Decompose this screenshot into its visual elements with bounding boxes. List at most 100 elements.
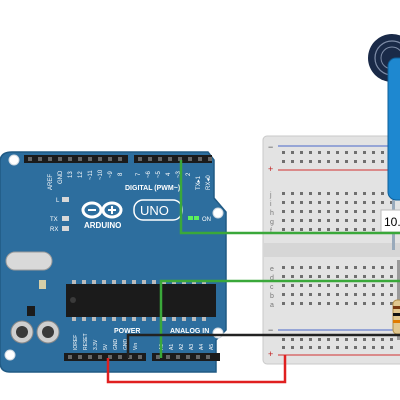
- breadboard-hole: [354, 210, 357, 213]
- row-letter: g: [270, 219, 274, 226]
- green-wire-digital[interactable]: [179, 160, 400, 235]
- breadboard-hole: [363, 151, 366, 154]
- arduino-uno-board[interactable]: AREF GND 13 12 ~11 ~10 ~9 8 7 ~6 ~5 4 ~3…: [0, 151, 227, 373]
- chip-pin: [202, 317, 206, 321]
- breadboard-hole: [363, 266, 366, 269]
- header-pin: [78, 157, 82, 161]
- breadboard-hole: [282, 338, 285, 341]
- breadboard-hole: [300, 275, 303, 278]
- breadboard-hole: [345, 284, 348, 287]
- capacitor-2-top: [42, 326, 54, 338]
- chip-pin: [92, 280, 96, 284]
- green-wire-analog[interactable]: [159, 279, 400, 358]
- header-pin: [156, 355, 160, 359]
- power-label: POWER: [114, 328, 140, 335]
- breadboard-hole: [381, 284, 384, 287]
- header-pin: [68, 157, 72, 161]
- header-pin: [48, 157, 52, 161]
- breadboard-hole: [291, 284, 294, 287]
- row-letter: d: [270, 275, 274, 282]
- pin-13-label: 13: [68, 171, 74, 178]
- crystal: [5, 251, 53, 271]
- black-wire-gnd[interactable]: [126, 333, 400, 358]
- breadboard-hole: [390, 275, 393, 278]
- red-wire-5v[interactable]: [106, 355, 287, 384]
- top-plus-sign: +: [268, 164, 273, 174]
- chip-pin: [82, 317, 86, 321]
- breadboard-hole: [381, 192, 384, 195]
- breadboard-hole: [336, 201, 339, 204]
- header-pin: [28, 157, 32, 161]
- breadboard-hole: [381, 266, 384, 269]
- header-pin: [196, 355, 200, 359]
- resistor-band-2: [393, 313, 400, 316]
- breadboard[interactable]: − + − + j i h g f e d c b a: [262, 135, 400, 365]
- breadboard-hole: [354, 266, 357, 269]
- breadboard-hole: [300, 302, 303, 305]
- chip-pin: [92, 317, 96, 321]
- breadboard-hole: [390, 346, 393, 349]
- breadboard-hole: [318, 275, 321, 278]
- logo-plus-v: [111, 206, 113, 214]
- row-letter: j: [269, 192, 272, 199]
- breadboard-hole: [372, 266, 375, 269]
- breadboard-hole: [381, 151, 384, 154]
- breadboard-hole: [345, 266, 348, 269]
- breadboard-hole: [381, 275, 384, 278]
- breadboard-hole: [345, 338, 348, 341]
- breadboard-hole: [309, 210, 312, 213]
- breadboard-hole: [291, 266, 294, 269]
- breadboard-hole: [345, 293, 348, 296]
- header-pin: [206, 355, 210, 359]
- breadboard-hole: [318, 219, 321, 222]
- breadboard-hole: [327, 284, 330, 287]
- breadboard-hole: [327, 275, 330, 278]
- logo-minus: [88, 209, 96, 211]
- header-pin: [138, 355, 142, 359]
- breadboard-hole: [318, 151, 321, 154]
- breadboard-hole: [390, 201, 393, 204]
- row-letter: c: [270, 284, 274, 291]
- breadboard-hole: [309, 284, 312, 287]
- pin-12-label: 12: [78, 171, 84, 178]
- breadboard-hole: [372, 338, 375, 341]
- breadboard-hole: [282, 302, 285, 305]
- breadboard-hole: [300, 201, 303, 204]
- breadboard-hole: [309, 228, 312, 231]
- breadboard-hole: [291, 201, 294, 204]
- breadboard-hole: [300, 346, 303, 349]
- led-l-label: L: [56, 198, 60, 204]
- breadboard-hole: [327, 293, 330, 296]
- breadboard-hole: [327, 160, 330, 163]
- breadboard-hole: [372, 228, 375, 231]
- breadboard-hole: [336, 284, 339, 287]
- digital-header-left: [24, 155, 128, 163]
- pin-5-label: ~5: [156, 170, 162, 178]
- breadboard-hole: [372, 275, 375, 278]
- mount-hole: [8, 154, 20, 166]
- header-pin: [118, 355, 122, 359]
- chip-pin: [172, 317, 176, 321]
- breadboard-hole: [318, 192, 321, 195]
- breadboard-hole: [336, 346, 339, 349]
- header-pin: [98, 355, 102, 359]
- breadboard-hole: [354, 228, 357, 231]
- wires[interactable]: [106, 160, 400, 384]
- chip-pin: [132, 280, 136, 284]
- breadboard-hole: [354, 346, 357, 349]
- breadboard-hole: [336, 151, 339, 154]
- breadboard-hole: [318, 266, 321, 269]
- breadboard-hole: [345, 151, 348, 154]
- logo-loop-left: [81, 201, 103, 219]
- breadboard-hole: [327, 338, 330, 341]
- atmega-chip: [66, 284, 216, 317]
- breadboard-hole: [318, 160, 321, 163]
- breadboard-hole: [282, 293, 285, 296]
- breadboard-hole: [327, 219, 330, 222]
- breadboard-hole: [345, 210, 348, 213]
- breadboard-hole: [291, 210, 294, 213]
- breadboard-hole: [300, 293, 303, 296]
- breadboard-hole: [318, 210, 321, 213]
- breadboard-hole: [372, 151, 375, 154]
- breadboard-hole: [291, 346, 294, 349]
